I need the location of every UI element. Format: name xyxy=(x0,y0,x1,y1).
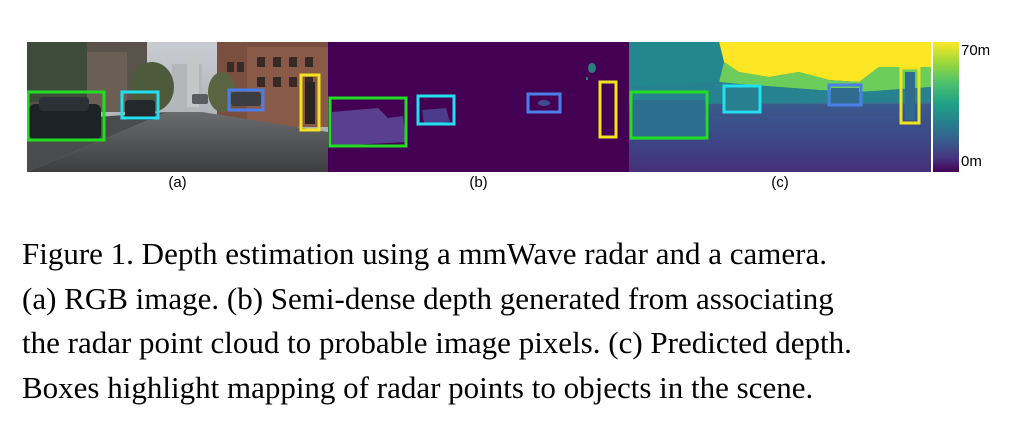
blue-box xyxy=(526,92,562,114)
yellow-box xyxy=(299,73,321,132)
panel-label-a: (a) xyxy=(168,174,187,191)
green-box xyxy=(328,96,408,148)
caption-line: Figure 1. Depth estimation using a mmWav… xyxy=(22,236,827,271)
semi-dense-depth-panel xyxy=(328,42,629,172)
caption-line: Boxes highlight mapping of radar points … xyxy=(22,369,814,405)
cyan-box xyxy=(722,84,762,114)
depth-colorbar xyxy=(933,42,959,172)
panel-label-c: (c) xyxy=(771,174,789,191)
yellow-box xyxy=(899,66,921,125)
blue-box xyxy=(227,88,265,112)
figure-caption: Figure 1. Depth estimation using a mmWav… xyxy=(22,232,1007,410)
colorbar-max-label: 70m xyxy=(961,42,991,59)
rgb-street-scene xyxy=(27,42,328,172)
semi-dense-depth-map xyxy=(328,42,629,172)
green-box xyxy=(27,90,106,142)
panel-label-b: (b) xyxy=(469,174,488,191)
rgb-image-panel xyxy=(27,42,328,172)
blue-box xyxy=(827,83,863,107)
cyan-box xyxy=(120,90,160,120)
cyan-box xyxy=(416,94,456,126)
colorbar-min-label: 0m xyxy=(961,153,982,170)
green-box xyxy=(629,90,709,140)
yellow-box xyxy=(598,80,618,139)
predicted-depth-panel xyxy=(629,42,931,172)
caption-line: the radar point cloud to probable image … xyxy=(22,325,852,360)
caption-line: (a) RGB image. (b) Semi-dense depth gene… xyxy=(22,280,834,316)
predicted-depth-map xyxy=(629,42,931,172)
